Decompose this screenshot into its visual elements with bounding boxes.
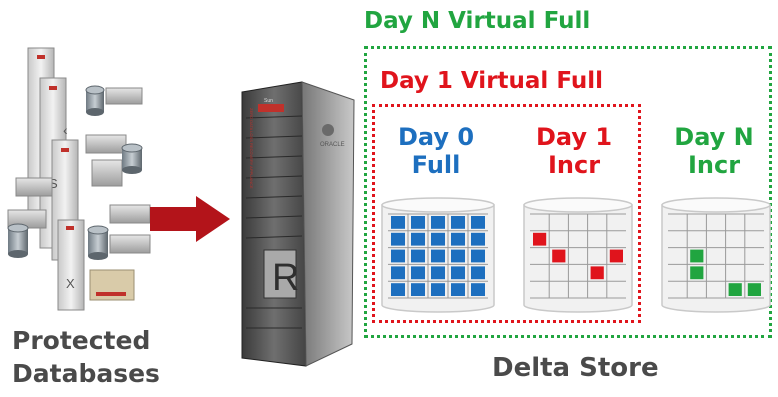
data-block	[431, 283, 445, 296]
day-1-line-2: Incr	[547, 150, 601, 179]
day-0-full-cylinder	[380, 196, 496, 318]
appliance-brand-sun: Sun	[264, 98, 273, 104]
data-block	[431, 266, 445, 280]
data-block	[533, 232, 547, 246]
day-1-virtual-full-box	[372, 104, 641, 323]
data-block	[747, 283, 761, 296]
right-arrow-icon	[150, 196, 230, 242]
data-block	[431, 216, 445, 229]
data-block	[451, 232, 465, 246]
appliance-side-text: ZERO DATA LOSS RECOVERY APPLIANCE	[249, 108, 254, 189]
database-cylinder-full	[381, 197, 495, 313]
data-block	[471, 266, 485, 280]
day-1-incr-label: Day 1 Incr	[524, 123, 624, 179]
data-block	[471, 249, 485, 263]
data-block	[471, 283, 485, 296]
data-block	[431, 232, 445, 246]
server-letter-s: S	[49, 176, 58, 191]
data-block	[451, 249, 465, 263]
data-block	[391, 249, 405, 263]
data-block	[411, 266, 425, 280]
backup-arrow	[150, 196, 232, 246]
data-block	[411, 232, 425, 246]
day-n-line-2: Incr	[687, 150, 741, 179]
day-1-virtual-full-title: Day 1 Virtual Full	[380, 68, 604, 94]
database-cylinder-incr-n	[661, 197, 771, 313]
svg-text:‹: ‹	[63, 122, 68, 138]
day-1-line-1: Day 1	[535, 123, 613, 151]
data-block	[451, 283, 465, 296]
caption-line-2: Databases	[12, 358, 160, 388]
data-block	[690, 249, 704, 263]
appliance-brand-oracle: ORACLE	[320, 142, 345, 148]
day-n-virtual-full-title: Day N Virtual Full	[364, 8, 591, 34]
data-block	[411, 249, 425, 263]
data-block	[690, 266, 704, 280]
data-block	[451, 266, 465, 280]
data-block	[411, 216, 425, 229]
protected-databases-caption: Protected Databases	[12, 325, 172, 390]
data-block	[391, 216, 405, 229]
protected-databases-cluster: ‹ S X	[0, 30, 160, 320]
server-letter-x: X	[66, 276, 75, 291]
day-0-line-1: Day 0	[397, 123, 475, 151]
data-block	[728, 283, 742, 296]
day-1-incr-cylinder	[522, 196, 634, 318]
data-block	[552, 249, 566, 263]
day-n-incr-cylinder	[660, 196, 772, 318]
day-n-virtual-full-box	[364, 46, 772, 338]
data-block	[451, 216, 465, 229]
data-block	[590, 266, 604, 280]
server-cluster-graphic: ‹ S X	[7, 47, 151, 311]
day-0-line-2: Full	[411, 150, 461, 179]
appliance-letter: R	[272, 257, 299, 299]
delta-store-caption: Delta Store	[492, 353, 659, 383]
data-block	[609, 249, 623, 263]
appliance-rack-graphic: R Sun ORACLE ZERO DATA LOSS RECOVERY APP…	[241, 81, 355, 367]
data-block	[391, 283, 405, 296]
data-block	[411, 283, 425, 296]
data-block	[431, 249, 445, 263]
database-cylinder-incr-1	[523, 197, 633, 313]
data-block	[391, 232, 405, 246]
day-0-full-label: Day 0 Full	[386, 123, 486, 179]
recovery-appliance: R Sun ORACLE ZERO DATA LOSS RECOVERY APP…	[228, 78, 358, 374]
data-block	[471, 232, 485, 246]
data-block	[471, 216, 485, 229]
caption-line-1: Protected	[12, 326, 151, 355]
data-block	[391, 266, 405, 280]
day-n-incr-label: Day N Incr	[664, 123, 764, 179]
day-n-line-1: Day N	[674, 123, 754, 151]
